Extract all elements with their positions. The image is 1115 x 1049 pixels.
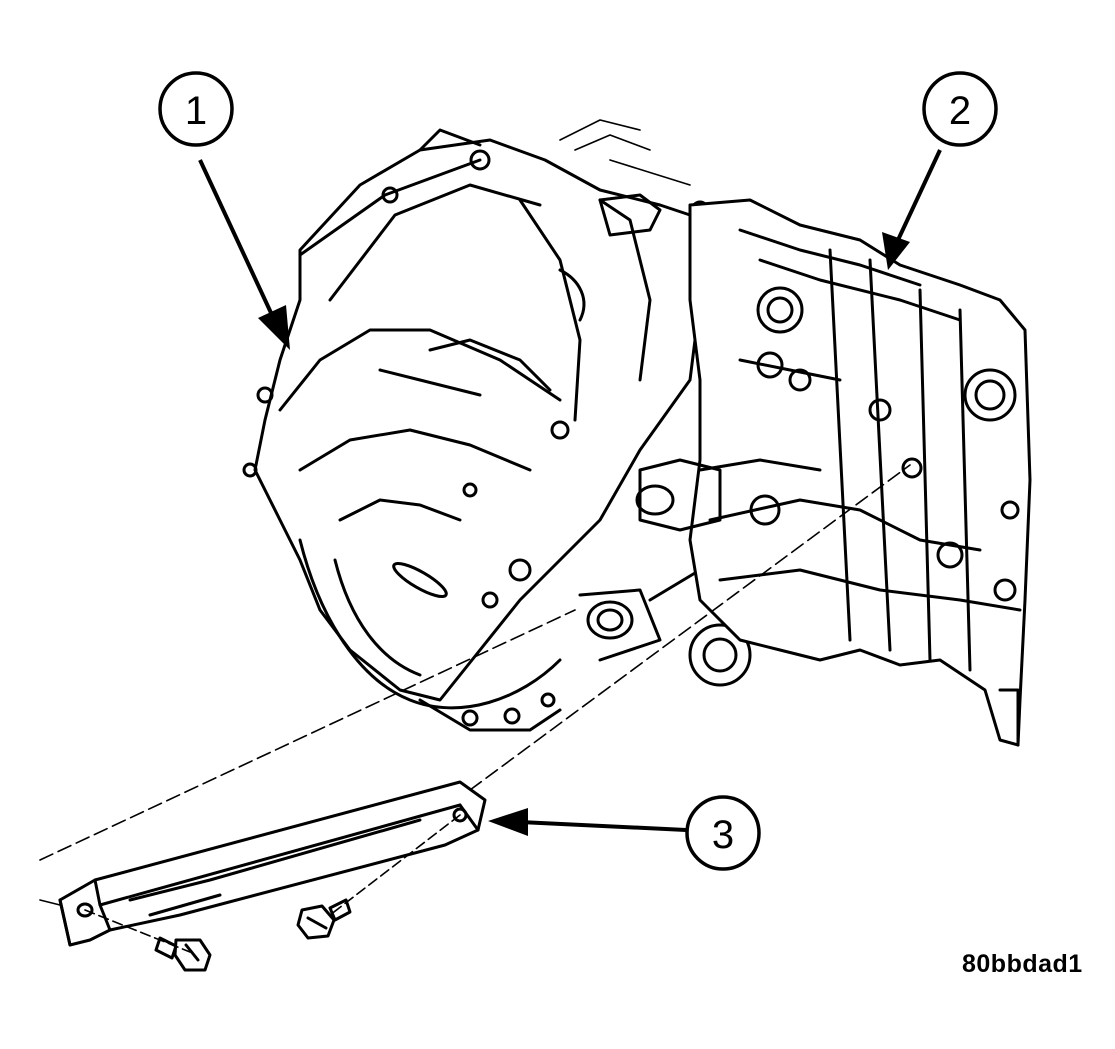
callout-3-arrowhead [488,808,528,836]
alignment-lines [39,464,911,953]
callout-2: 2 [882,71,998,270]
callout-1-label: 1 [185,89,207,133]
figure-id: 80bbdad1 [962,950,1083,978]
callout-1: 1 [158,71,290,350]
callout-3-label: 3 [712,813,734,857]
callout-1-arrowhead [258,305,290,350]
callout-3: 3 [488,795,761,871]
bolt-right [296,898,352,940]
callout-2-arrowhead [882,232,910,270]
callout-2-leader [896,149,942,241]
engine-block [635,198,1032,747]
bolt-left [154,936,212,972]
callout-3-leader [519,820,687,832]
callout-3-circle [685,795,761,871]
callout-1-circle [158,71,234,147]
transaxle-housing [242,119,752,732]
callout-2-circle [922,71,998,147]
callout-2-label: 2 [949,89,971,133]
support-bracket [58,780,487,947]
callout-1-leader [198,159,274,316]
